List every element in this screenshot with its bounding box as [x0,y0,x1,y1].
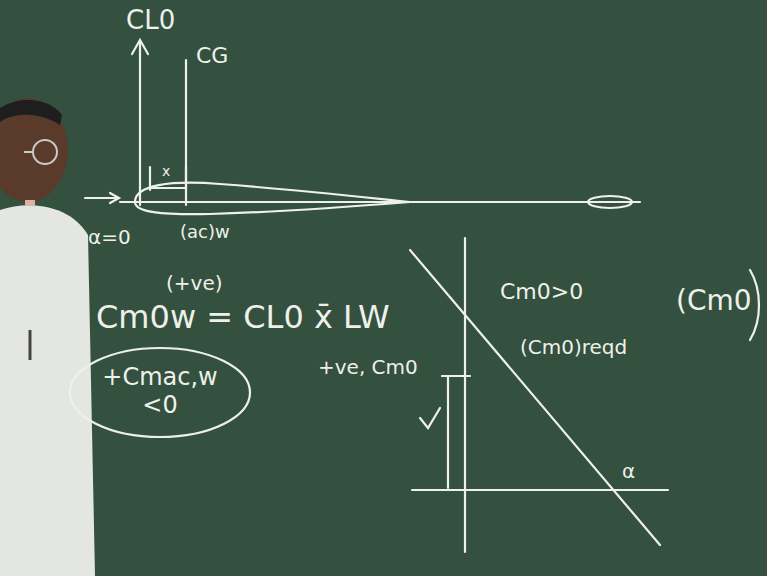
term-text: <0 [142,392,177,420]
circled-term: +Cmac,w<0 [68,346,252,439]
check-mark [420,408,440,428]
board-label: (+ve) [166,272,223,294]
board-label: (Cm0 [676,286,752,317]
axis-line [412,489,668,491]
board-label: Cm0>0 [500,280,583,304]
moment-curve [410,250,660,545]
axis-line [464,238,466,552]
board-label: α=0 [88,226,131,248]
arrow-head [132,40,148,54]
lecturer [0,98,95,576]
wing-airfoil [135,183,410,214]
board-label: (ac)w [180,222,230,242]
cm0-tick [442,375,470,377]
arrow-head [110,193,119,203]
dim-line [150,187,186,189]
cm0-bar [447,376,449,488]
board-label: x [162,164,170,179]
board-label: Cm0w = CL0 x̄ LW [96,300,390,335]
freestream-arrow [85,197,118,199]
dim-tick [185,167,187,190]
tail-section [588,196,632,208]
board-label: CG [196,44,228,68]
reference-line [120,201,640,203]
board-label: (Cm0)reqd [520,336,627,358]
board-label: α [622,460,635,482]
ellipse-outline [70,348,250,437]
board-label: CL0 [126,6,175,35]
term-text: +Cmac,w [102,364,217,392]
board-label: +ve, Cm0 [318,356,418,378]
lift-arrow [139,42,141,205]
